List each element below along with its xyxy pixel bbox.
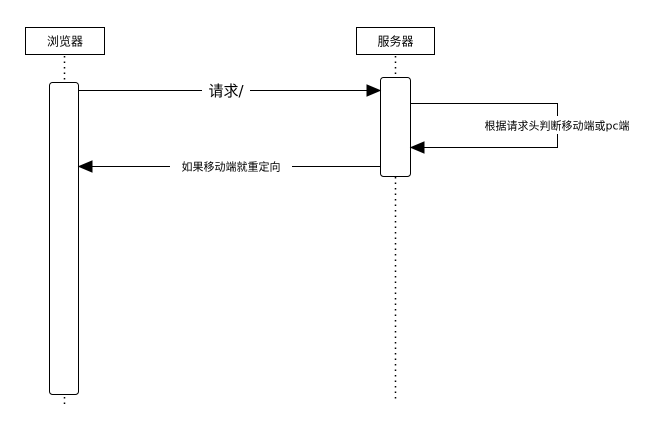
participant-server-label: 服务器 [377,34,413,49]
message-redirect-label-bg [170,158,292,175]
participant-server-box [356,27,435,55]
participant-browser-box [25,27,105,55]
message-request-label: 请求/ [208,82,244,100]
message-request: 请求/ [78,80,382,100]
participant-browser-label: 浏览器 [47,34,83,49]
message-request-arrowhead [366,84,382,97]
message-self-check: 根据请求头判断移动端或pc端 [409,103,644,154]
message-redirect-label: 如果移动端就重定向 [182,160,281,174]
message-request-label-bg [202,80,250,100]
participant-server: 服务器 [356,27,435,55]
browser-activation-bar [49,82,79,395]
participant-browser: 浏览器 [25,27,105,55]
message-self-check-label: 根据请求头判断移动端或pc端 [484,119,629,133]
message-redirect-arrowhead [77,160,93,173]
server-activation-bar [380,77,411,177]
message-self-check-label-bg [470,116,644,134]
message-redirect: 如果移动端就重定向 [77,158,381,175]
message-self-check-arrowhead [409,141,425,154]
